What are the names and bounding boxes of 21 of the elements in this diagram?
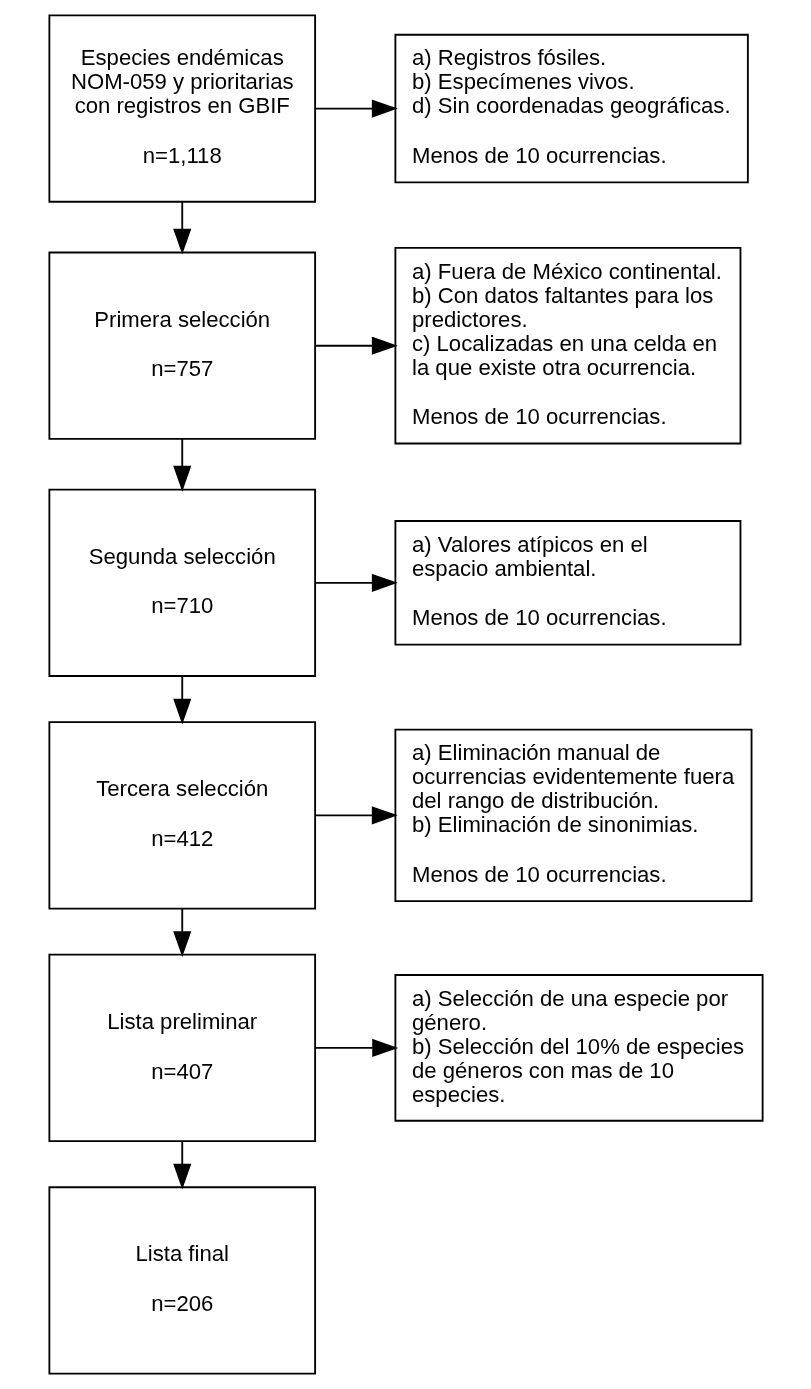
- arrow: [172, 201, 191, 255]
- node-box: Lista final n=206: [47, 1186, 316, 1375]
- arrow: [172, 438, 191, 492]
- node-box: Primera selección n=757: [47, 251, 316, 440]
- node-box: a) Selección de una especie por género. b) Selección del 10% de especies de géneros con mas de 10 especies.: [393, 974, 764, 1122]
- arrow: [172, 675, 191, 725]
- node-box: Tercera selección n=412: [47, 721, 316, 910]
- node-box: Especies endémicas NOM-059 y prioritarias con registros en GBIF n=1,118: [47, 14, 316, 203]
- node-box: a) Valores atípicos en el espacio ambiental. Menos de 10 ocurrencias.: [393, 520, 741, 646]
- node-box: a) Registros fósiles. b) Especímenes vivos. d) Sin coordenadas geográficas. Menos de 10 ocurrencias.: [393, 33, 749, 184]
- arrow: [313, 806, 398, 825]
- arrow: [172, 1140, 191, 1190]
- arrow: [172, 908, 191, 958]
- node-box: a) Eliminación manual de ocurrencias evidentemente fuera del rango de distribución. b) Eliminación de sinonimias. Menos de 10 ocurrencias.: [393, 728, 752, 903]
- arrow: [313, 99, 398, 118]
- node-box: Segunda selección n=710: [47, 488, 316, 677]
- arrow: [314, 573, 398, 592]
- arrow: [314, 1038, 398, 1057]
- arrow: [314, 336, 398, 355]
- node-box: a) Fuera de México continental. b) Con datos faltantes para los predictores. c) Localizadas en una celda en la que existe otra ocurrencia. Menos de 10 ocurrencias.: [393, 247, 741, 445]
- node-box: Lista preliminar n=407: [47, 953, 316, 1142]
